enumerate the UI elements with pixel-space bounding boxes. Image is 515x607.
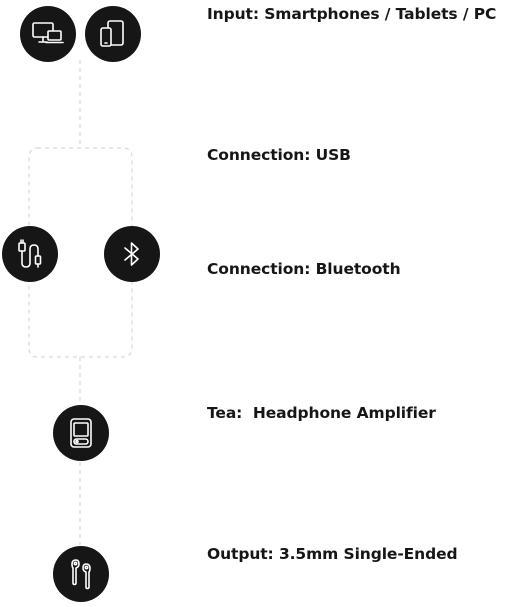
phone-tablet-icon [100, 20, 124, 47]
earbuds-node [53, 546, 109, 602]
desktop-laptop-node [20, 6, 76, 62]
amplifier-label: Tea: Headphone Amplifier [207, 404, 436, 422]
earbuds-icon [71, 559, 91, 590]
amplifier-device-icon [70, 418, 92, 448]
usb-connection-label: Connection: USB [207, 146, 351, 164]
output-label: Output: 3.5mm Single-Ended [207, 545, 458, 563]
bluetooth-icon [124, 242, 139, 266]
usb-cable-icon [18, 239, 42, 268]
desktop-laptop-icon [32, 22, 64, 44]
input-label: Input: Smartphones / Tablets / PC [207, 5, 497, 23]
bluetooth-node [104, 226, 160, 282]
usb-node [2, 226, 58, 282]
amplifier-node [53, 405, 109, 461]
phone-tablet-node [85, 6, 141, 62]
bluetooth-connection-label: Connection: Bluetooth [207, 260, 401, 278]
